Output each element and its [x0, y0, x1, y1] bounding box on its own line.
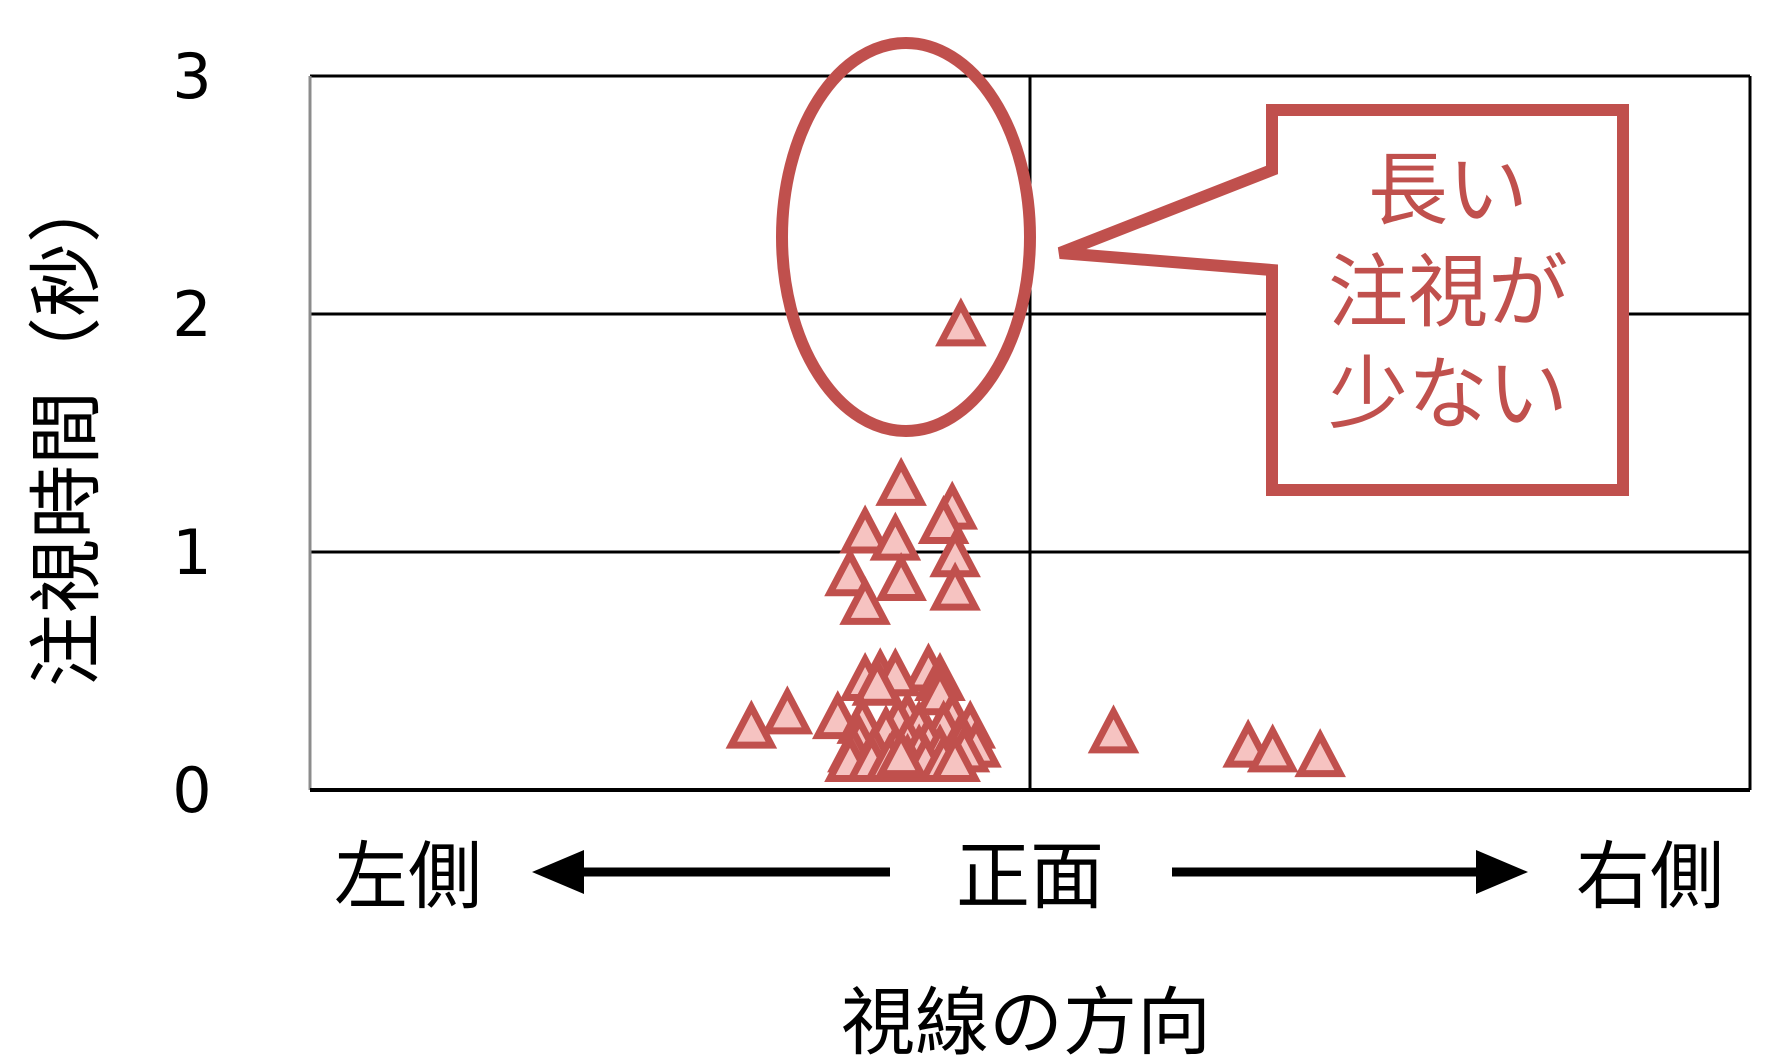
y-tick-label-2: 2	[172, 278, 211, 351]
highlight-ellipse	[776, 37, 1036, 437]
annotation-callout: 長い 注視が 少ない	[776, 37, 1629, 496]
data-point-triangle	[875, 728, 927, 778]
y-tick-label-0: 0	[172, 754, 211, 827]
y-axis-title: 注視時間（秒）	[24, 169, 110, 687]
data-point-triangle	[929, 732, 981, 782]
left-arrow	[532, 850, 890, 894]
data-point-triangle	[725, 699, 778, 749]
plot-grid	[308, 74, 1752, 792]
y-axis-ticks: 0 1 2 3	[172, 40, 211, 827]
data-point-triangle	[929, 561, 981, 611]
callout-line-3: 少ない	[1328, 348, 1568, 441]
direction-right-label: 右側	[1576, 834, 1724, 920]
data-point-triangle	[875, 456, 927, 506]
data-point-triangle	[824, 547, 876, 597]
right-arrow	[1172, 850, 1528, 894]
data-point-triangle	[851, 656, 904, 706]
data-point-triangle	[761, 685, 814, 735]
data-point-triangle	[935, 297, 987, 347]
callout-line-2: 注視が	[1328, 246, 1568, 339]
callout-box	[1057, 104, 1629, 496]
data-point-triangle	[869, 511, 922, 561]
y-tick-label-3: 3	[172, 40, 211, 113]
callout-line-1: 長い	[1368, 144, 1528, 237]
data-markers	[725, 297, 1346, 782]
y-tick-label-1: 1	[172, 516, 211, 589]
data-point-triangle	[875, 552, 927, 602]
data-point-triangle	[839, 575, 891, 625]
data-point-triangle	[1246, 723, 1299, 773]
data-point-triangle	[839, 504, 891, 554]
data-point-triangle	[1294, 728, 1346, 778]
direction-center-label: 正面	[956, 834, 1104, 920]
x-axis-title: 視線の方向	[841, 980, 1211, 1064]
data-point-triangle	[917, 494, 970, 544]
data-point-triangle	[1087, 704, 1140, 754]
direction-left-label: 左側	[334, 834, 482, 920]
